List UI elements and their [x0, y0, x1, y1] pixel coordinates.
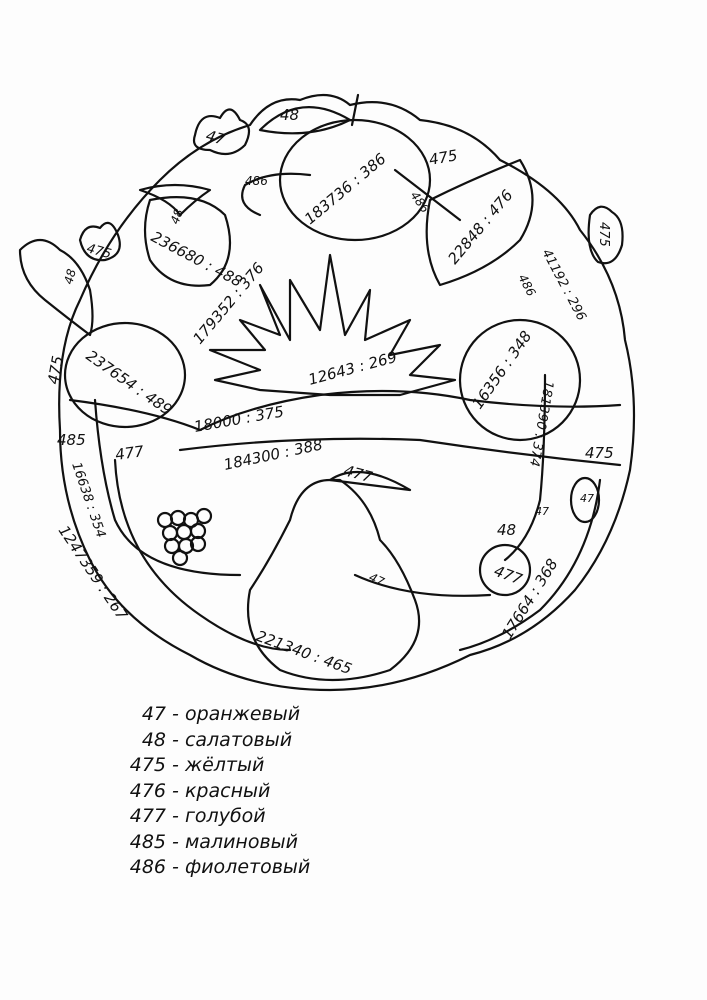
region-label: 47	[535, 505, 549, 518]
hills-shape	[68, 389, 622, 432]
leaf-top-shape	[258, 106, 352, 135]
worm-left-shape	[241, 172, 312, 217]
grapes-shape	[156, 507, 213, 567]
legend-color: голубой	[184, 805, 266, 827]
region-label: 1247359 : 267	[55, 522, 132, 624]
region-label: 475	[585, 444, 614, 462]
pomegranate-shape	[425, 158, 534, 287]
worm-pear-shape	[353, 573, 492, 597]
legend-row: 475 - жёлтый	[118, 753, 310, 779]
legend-dash: -	[172, 754, 179, 776]
cherry-small-shape	[569, 476, 601, 524]
peach-shape	[458, 318, 582, 442]
legend-dash: -	[172, 728, 179, 751]
beet-leaf-shape	[18, 238, 94, 337]
region-label: 475	[85, 241, 113, 262]
region-label: 12643 : 269	[306, 348, 398, 389]
region-label: 475	[44, 354, 67, 385]
cloud-left-shape	[78, 221, 121, 262]
region-label: 475	[596, 222, 611, 247]
region-label: 477	[114, 442, 145, 464]
region-label: 47	[367, 570, 387, 589]
strawberry-leaf-shape	[138, 183, 212, 217]
region-label: 18000 : 375	[193, 402, 286, 436]
region-label: 477	[492, 562, 525, 589]
legend-color: фиолетовый	[184, 856, 311, 878]
region-label: 47	[204, 126, 228, 148]
legend-row: 48 - салатовый	[118, 728, 310, 754]
legend-dash: -	[172, 856, 179, 878]
legend-number: 486	[129, 856, 166, 878]
region-label: 22848 : 476	[444, 186, 516, 267]
region-label: 48	[280, 106, 299, 124]
inner-ring	[113, 458, 292, 652]
field-shape	[178, 437, 622, 467]
legend-dash: -	[172, 830, 179, 853]
worm-long-shape	[93, 398, 242, 577]
legend-number: 47	[141, 703, 166, 725]
apple-top-shape	[278, 118, 432, 242]
legend-number: 477	[129, 805, 166, 827]
cherry-shape	[478, 543, 532, 597]
region-label: 41192 : 296	[538, 247, 588, 324]
inner-ring-right	[458, 478, 602, 652]
legend-color: салатовый	[184, 728, 293, 751]
worm-peach-shape	[503, 373, 547, 562]
region-label: 16356 : 348	[469, 327, 536, 412]
legend-row: 486 - фиолетовый	[118, 855, 311, 881]
region-label: 48	[61, 267, 79, 286]
legend-dash: -	[172, 779, 179, 802]
cloud-top-shape	[192, 108, 251, 156]
legend-row: 485 - малиновый	[118, 830, 310, 856]
cloud-right-shape	[587, 205, 624, 265]
region-label: 48	[497, 521, 516, 539]
apple-left-shape	[63, 321, 187, 429]
legend-number: 476	[129, 779, 166, 802]
legend-color: оранжевый	[184, 703, 301, 725]
legend-row: 477 - голубой	[118, 804, 310, 830]
legend-row: 476 - красный	[118, 779, 310, 805]
legend-row: 47 - оранжевый	[118, 702, 310, 728]
legend-dash: -	[172, 703, 179, 725]
pear-shape	[246, 478, 421, 682]
legend-dash: -	[172, 805, 179, 827]
region-label: 486	[515, 272, 538, 299]
region-label: 485	[57, 431, 86, 449]
region-label: 181390 : 374	[526, 379, 556, 467]
apple-top-stem	[350, 93, 360, 127]
legend-color: красный	[184, 779, 271, 802]
worm-right-shape	[393, 168, 462, 222]
region-label: 475	[428, 146, 459, 169]
region-label: 486	[245, 174, 268, 188]
pear-leaf-shape	[328, 470, 412, 492]
region-label: 48	[168, 207, 187, 226]
region-label: 47	[580, 492, 594, 505]
legend-number: 48	[141, 728, 166, 751]
strawberry-shape	[143, 196, 232, 287]
legend-color: жёлтый	[184, 754, 265, 776]
legend-color: малиновый	[184, 830, 299, 853]
region-label: 221340 : 465	[254, 627, 355, 678]
legend-number: 485	[129, 830, 166, 853]
outer-border	[58, 93, 636, 692]
legend-number: 475	[129, 754, 166, 776]
region-label: 183736 : 386	[301, 150, 390, 228]
color-legend: 47 - оранжевый 48 - салатовый 475 - жёлт…	[118, 702, 311, 881]
sun-shape	[208, 253, 457, 397]
